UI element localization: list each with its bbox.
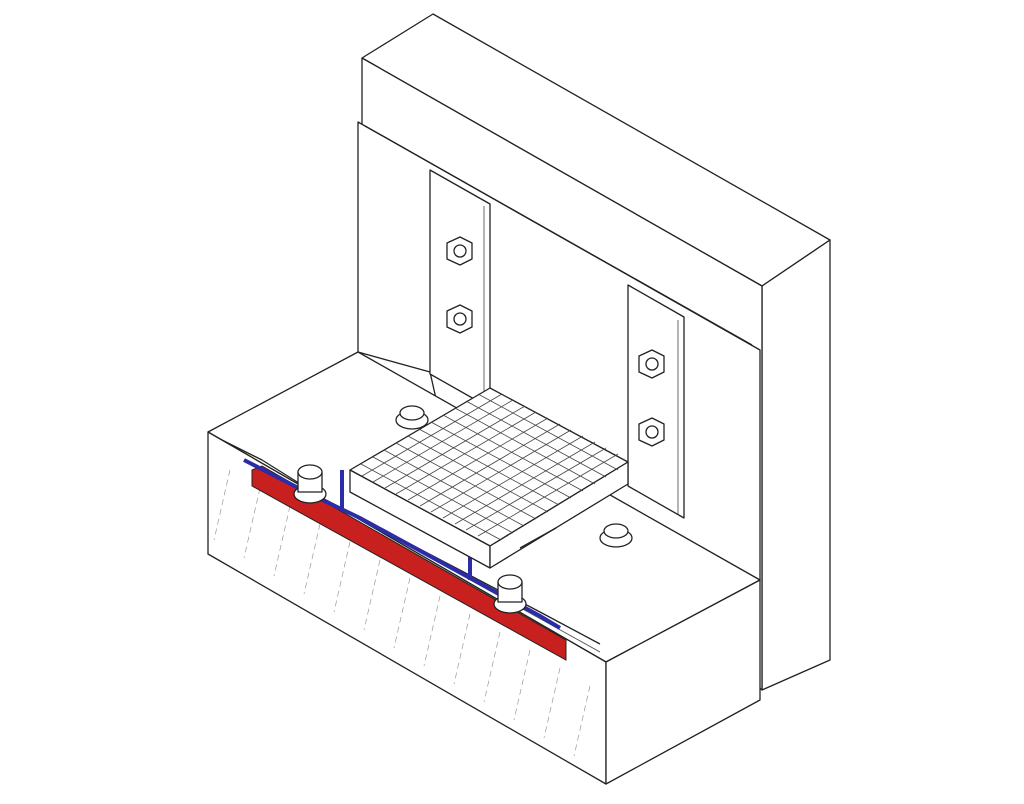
concrete-hatch — [213, 469, 591, 757]
grate-right-edge — [489, 461, 629, 569]
hex-bolt — [638, 417, 665, 447]
hex-bolt — [293, 464, 327, 504]
hex-bolt — [638, 349, 665, 379]
left-mounting-plate — [429, 169, 491, 409]
floor-bolt-group — [293, 405, 633, 614]
wall-bolt-group — [446, 236, 665, 447]
hex-bolt — [446, 236, 473, 266]
wall-right-face — [761, 239, 831, 691]
hex-bolt — [493, 574, 527, 614]
concrete-right-face — [605, 579, 761, 785]
right-mounting-plate — [627, 284, 685, 519]
hex-bolt — [395, 405, 429, 430]
hex-bolt — [599, 523, 633, 548]
grating-drain-grate — [349, 387, 629, 569]
grate-bars — [360, 393, 619, 541]
grate-slot — [519, 527, 557, 549]
hex-bolt — [446, 304, 473, 334]
concrete-section — [207, 431, 761, 785]
